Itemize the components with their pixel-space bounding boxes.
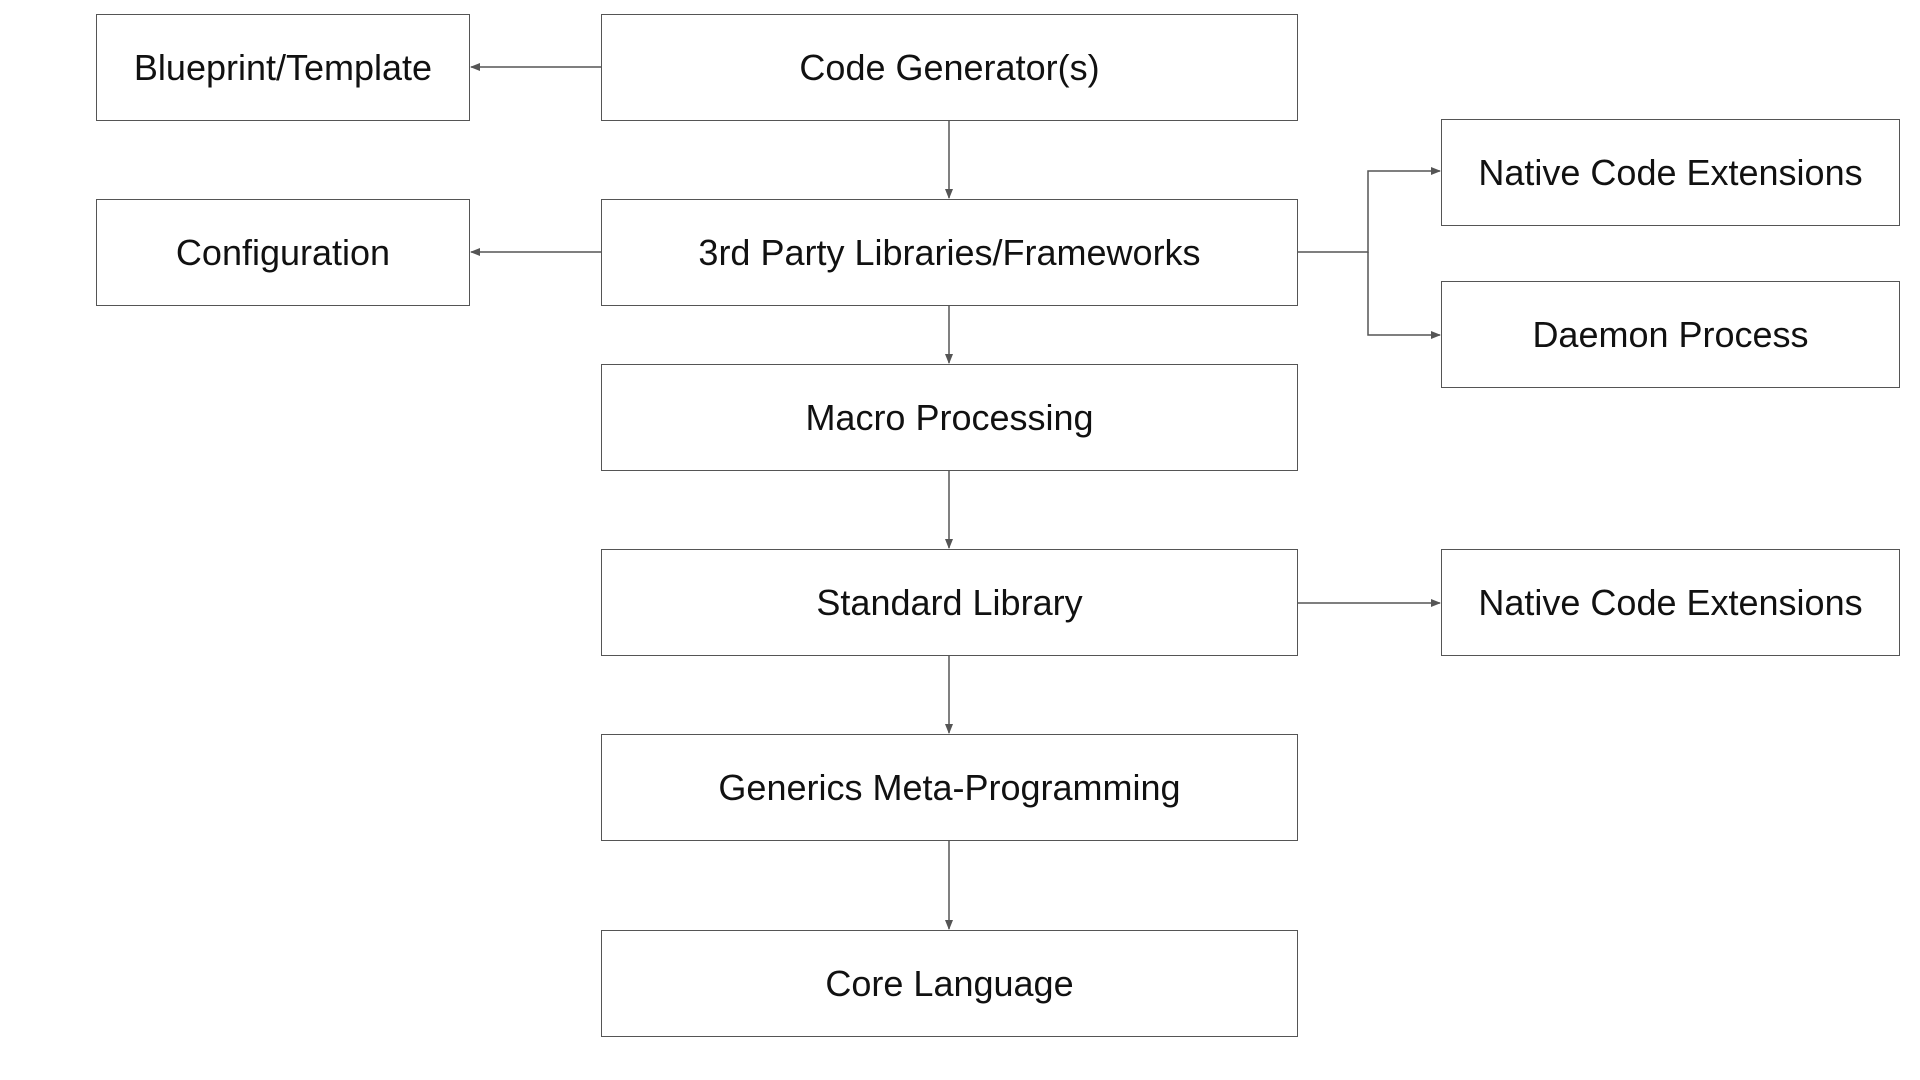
node-label: Blueprint/Template [133, 46, 433, 88]
edge-thirdparty-to-native-top [1298, 167, 1441, 253]
node-label: Generics Meta-Programming [718, 766, 1181, 808]
node-label: Core Language [825, 962, 1074, 1004]
node-label: Configuration [175, 231, 391, 273]
node-label: Native Code Extensions [1478, 581, 1863, 623]
node-label: Macro Processing [805, 396, 1094, 438]
node-label: 3rd Party Libraries/Frameworks [698, 231, 1201, 273]
node-label: Native Code Extensions [1478, 151, 1863, 193]
node-native-code-extensions-bottom: Native Code Extensions [1441, 549, 1900, 656]
node-label: Daemon Process [1532, 313, 1809, 355]
node-standard-library: Standard Library [601, 549, 1298, 656]
node-generics-meta-programming: Generics Meta-Programming [601, 734, 1298, 841]
edge-thirdparty-to-daemon [1367, 252, 1441, 339]
node-daemon-process: Daemon Process [1441, 281, 1900, 388]
node-label: Standard Library [816, 581, 1083, 623]
node-macro-processing: Macro Processing [601, 364, 1298, 471]
node-code-generators: Code Generator(s) [601, 14, 1298, 121]
node-third-party-libraries: 3rd Party Libraries/Frameworks [601, 199, 1298, 306]
node-core-language: Core Language [601, 930, 1298, 1037]
node-blueprint-template: Blueprint/Template [96, 14, 470, 121]
node-native-code-extensions-top: Native Code Extensions [1441, 119, 1900, 226]
node-label: Code Generator(s) [799, 46, 1100, 88]
node-configuration: Configuration [96, 199, 470, 306]
